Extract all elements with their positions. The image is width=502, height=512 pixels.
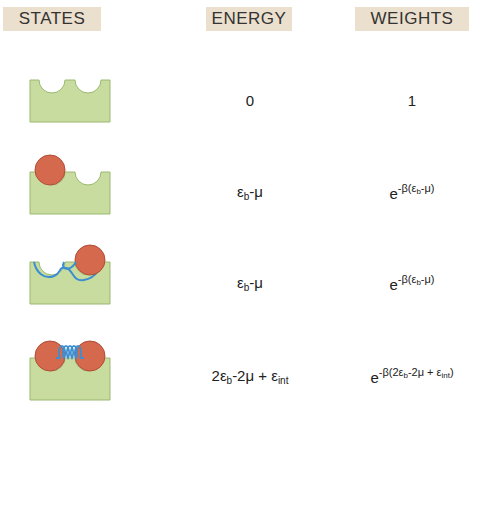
spring-coil <box>56 346 84 358</box>
ligand-ball <box>35 155 65 185</box>
energy-expression: εb-μ <box>237 183 263 202</box>
tether-line <box>63 262 76 269</box>
header-text: ENERGY <box>212 9 287 29</box>
column-header: STATES <box>3 7 101 31</box>
column-header: ENERGY <box>206 7 293 31</box>
header-text: WEIGHTS <box>371 9 454 29</box>
binding-block <box>30 80 110 122</box>
energy-expression: εb-μ <box>237 274 263 293</box>
column-header: WEIGHTS <box>355 7 469 31</box>
weight-expression: e-β(εb-μ) <box>389 273 434 293</box>
energy-expression: 2εb-2μ + εint <box>212 367 289 386</box>
header-text: STATES <box>19 9 86 29</box>
weight-expression: 1 <box>408 92 416 109</box>
weight-expression: e-β(2εb-2μ + εint) <box>370 366 453 386</box>
energy-expression: 0 <box>246 92 254 109</box>
ligand-ball <box>75 245 105 275</box>
weight-expression: e-β(εb-μ) <box>389 182 434 202</box>
